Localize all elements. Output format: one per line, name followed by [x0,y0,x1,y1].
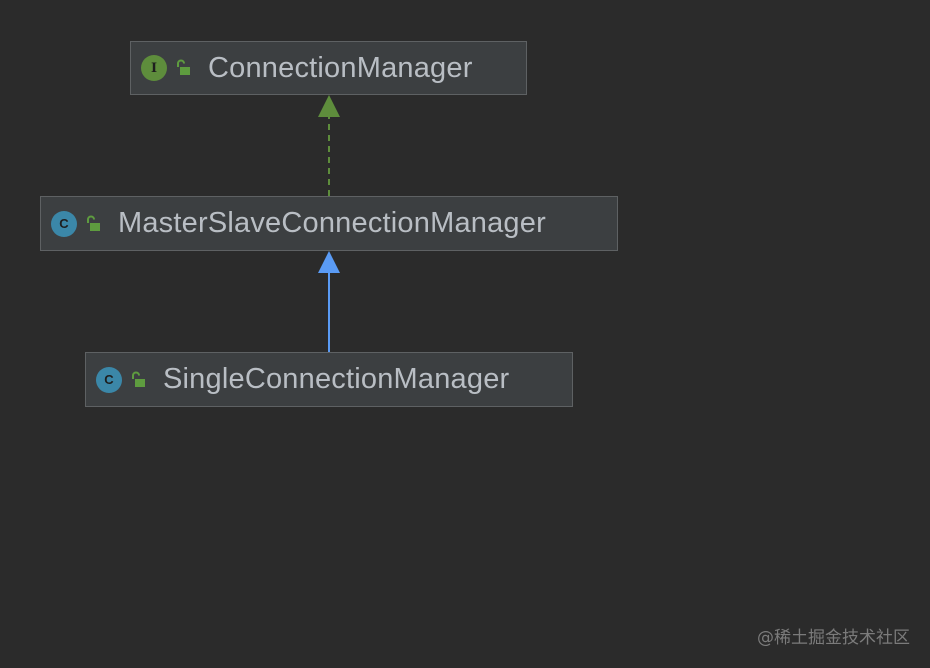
unlocked-padlock-icon [177,59,190,75]
node-label: SingleConnectionManager [163,363,510,395]
class-icon: C [96,366,122,393]
edge-arrowhead-implements [318,95,340,117]
edge-arrowhead-extends [318,251,340,273]
unlocked-padlock-icon [132,371,145,387]
interface-icon: I [141,55,167,81]
node-label: MasterSlaveConnectionManager [118,207,546,239]
node-connection-manager[interactable]: I ConnectionManager [130,41,527,95]
unlocked-padlock-icon [87,215,100,231]
node-master-slave-connection-manager[interactable]: C MasterSlaveConnectionManager [40,196,618,251]
node-single-connection-manager[interactable]: C SingleConnectionManager [85,352,573,407]
class-icon: C [51,210,77,237]
node-label: ConnectionManager [208,51,473,84]
watermark: @稀土掘金技术社区 [757,628,910,648]
